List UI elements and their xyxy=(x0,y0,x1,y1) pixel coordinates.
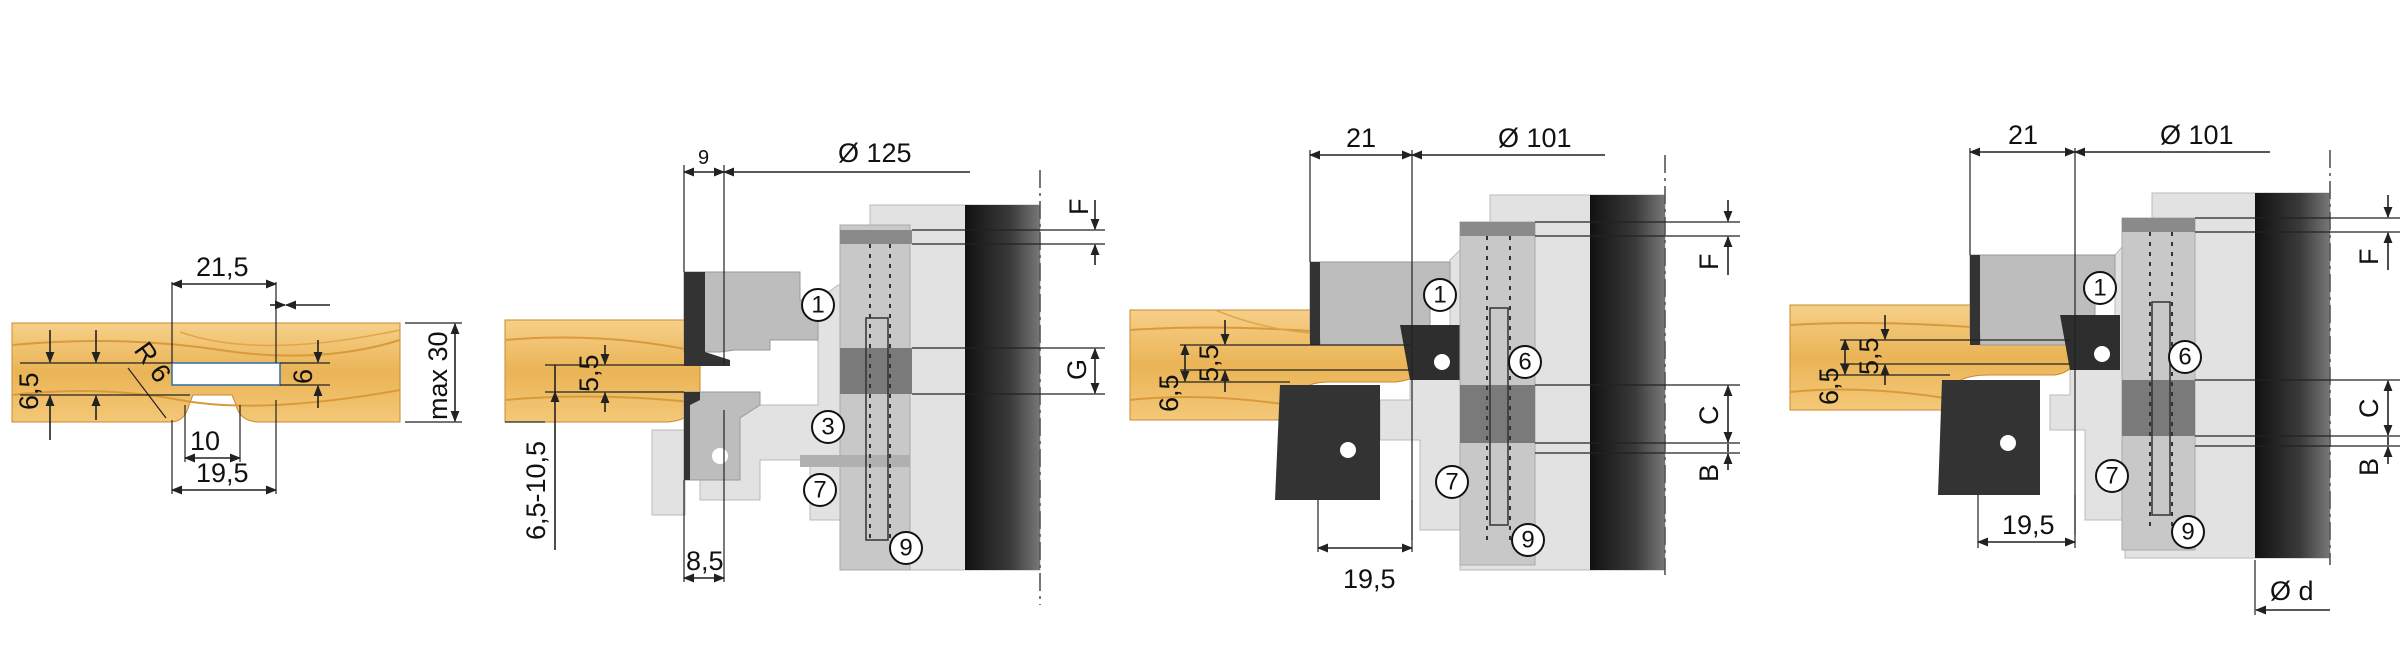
tool2-diameter: Ø 101 xyxy=(1498,123,1572,153)
tool2-dimensions: 21 Ø 101 5,5 6,5 19,5 F C xyxy=(1154,123,1740,594)
tool3-part-9: 9 xyxy=(2181,519,2194,546)
tool3-part-7: 7 xyxy=(2105,463,2118,490)
tool3-part-numbers: 1 6 7 9 xyxy=(2083,271,2205,549)
profile-height-a: 6,5 xyxy=(14,372,44,410)
tool2-part-9: 9 xyxy=(1521,527,1534,554)
tool1-g-label: G xyxy=(1062,359,1092,380)
tool1-f-label: F xyxy=(1064,199,1094,216)
profile-max-thickness: max 30 xyxy=(423,331,453,420)
tool2-top-width: 21 xyxy=(1346,123,1376,153)
profile-height-b: 6 xyxy=(288,369,318,384)
tool3-c-label: C xyxy=(2354,399,2384,419)
profile-width-b: 10 xyxy=(190,426,220,456)
tool3-top-width: 21 xyxy=(2008,120,2038,150)
tool1-bottom-width: 8,5 xyxy=(686,546,724,576)
tool1-part-numbers: 1 3 7 9 xyxy=(801,288,923,565)
tool1-height-a: 5,5 xyxy=(574,354,604,392)
tool2-part-numbers: 1 6 7 9 xyxy=(1423,278,1545,557)
profile-panel: 21,5 R 6 6,5 6 10 19,5 xyxy=(11,252,462,495)
tool2-f-label: F xyxy=(1694,254,1724,271)
tool2-panel: 21 Ø 101 5,5 6,5 19,5 F C xyxy=(1129,123,1740,594)
tool1-part-1: 1 xyxy=(811,292,824,319)
profile-width-a: 21,5 xyxy=(196,252,249,282)
tool2-bottom-width: 19,5 xyxy=(1343,564,1396,594)
tool3-f-label: F xyxy=(2354,249,2384,266)
tool1-cutter xyxy=(651,204,1041,571)
profile-width-c: 19,5 xyxy=(196,458,249,488)
tool1-part-9: 9 xyxy=(899,535,912,562)
tool1-panel: 9 Ø 125 5,5 6,5-10,5 8,5 F G xyxy=(504,138,1105,605)
tool3-bore-label: Ø d xyxy=(2270,576,2314,606)
wood-board-profile xyxy=(11,322,401,423)
tool3-part-1: 1 xyxy=(2093,275,2106,302)
tool3-part-6: 6 xyxy=(2178,344,2191,371)
tool3-dimensions: 21 Ø 101 5,5 6,5 19,5 F C xyxy=(1814,120,2400,615)
tool1-diameter: Ø 125 xyxy=(838,138,912,168)
tool2-b-label: B xyxy=(1694,464,1724,482)
tool2-height-b: 6,5 xyxy=(1154,374,1184,412)
tool1-small-width: 9 xyxy=(698,147,709,169)
tool3-panel: 21 Ø 101 5,5 6,5 19,5 F C xyxy=(1789,120,2400,615)
tool3-diameter: Ø 101 xyxy=(2160,120,2234,150)
tool1-height-range: 6,5-10,5 xyxy=(521,441,551,540)
tool3-height-b: 6,5 xyxy=(1814,367,1844,405)
tool3-height-a: 5,5 xyxy=(1854,337,1884,375)
tool2-part-1: 1 xyxy=(1433,282,1446,309)
tool2-c-label: C xyxy=(1694,406,1724,426)
tool2-part-7: 7 xyxy=(1445,469,1458,496)
tool3-bottom-width: 19,5 xyxy=(2002,510,2055,540)
tool3-b-label: B xyxy=(2354,458,2384,476)
tool1-part-3: 3 xyxy=(821,414,834,441)
tool1-dimensions: 9 Ø 125 5,5 6,5-10,5 8,5 F G xyxy=(505,138,1105,605)
tool2-height-a: 5,5 xyxy=(1194,344,1224,382)
tool1-part-7: 7 xyxy=(813,477,826,504)
tool2-part-6: 6 xyxy=(1518,349,1531,376)
